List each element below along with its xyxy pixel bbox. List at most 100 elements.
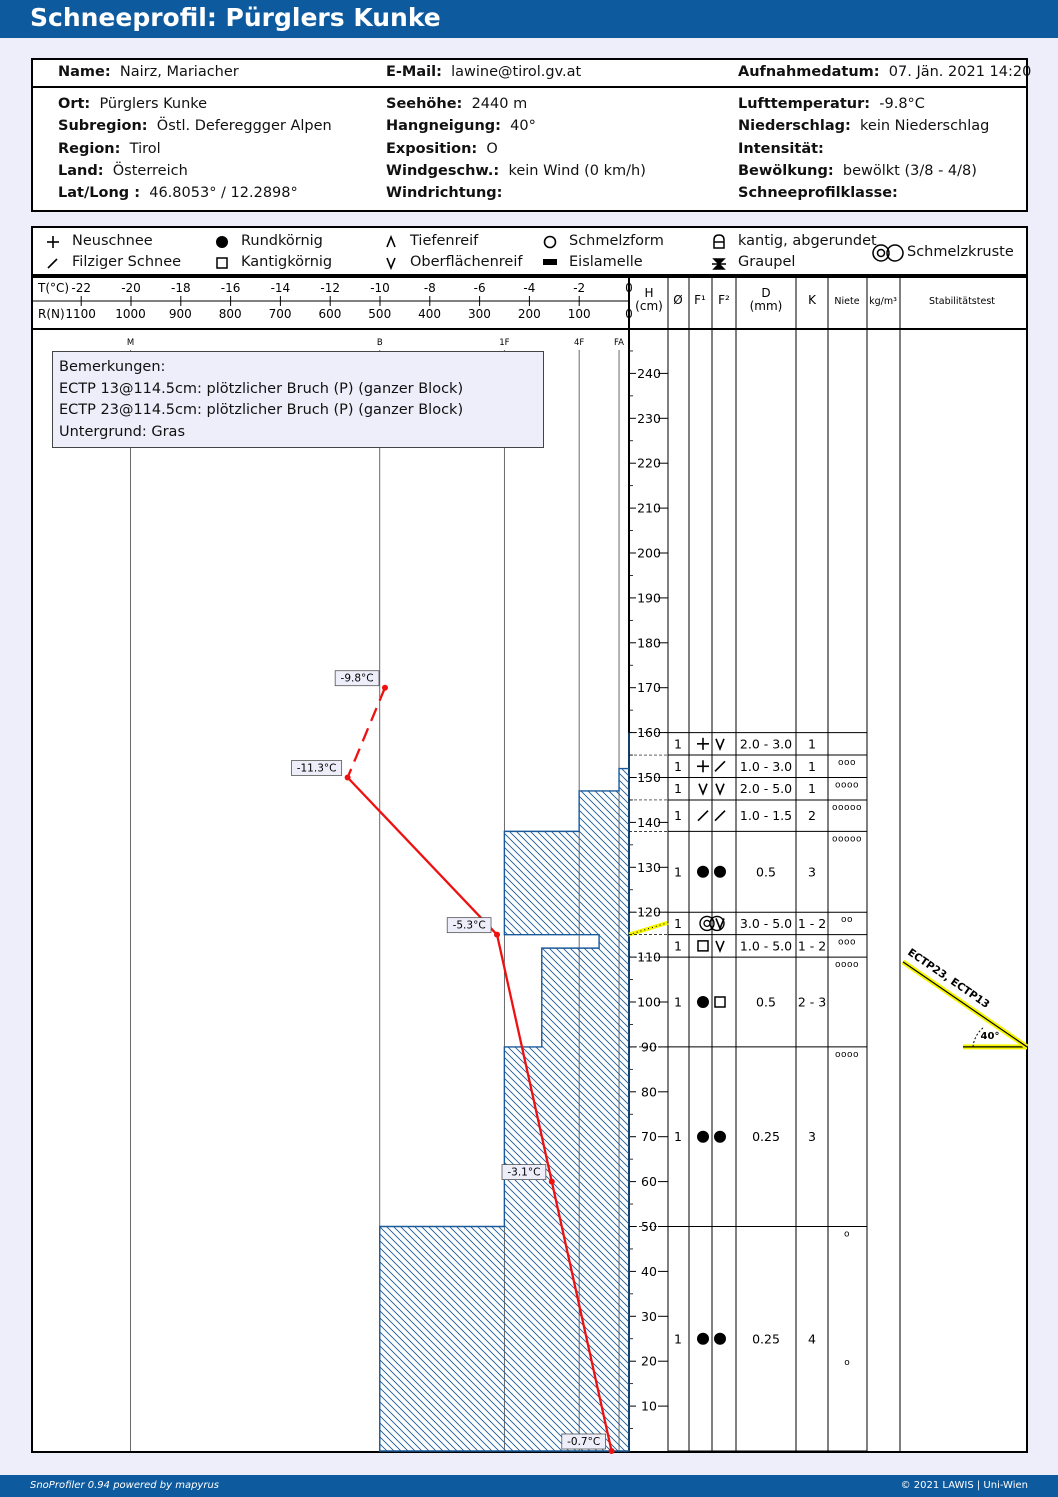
temp-tick-label: -20 [121,281,141,295]
seehoehe-field: Seehöhe: 2440 m [386,96,528,112]
temperature-label: -3.1°C [507,1167,540,1179]
temperature-label-box [561,1433,606,1450]
layer-theta: 1 [674,995,682,1010]
filziger-icon [714,810,726,822]
legend-kantigkoernig: Kantigkörnig [241,254,333,270]
region-field: Region: Tirol [58,141,161,157]
rundkoernig-icon [697,1332,709,1345]
remarks-title: Bemerkungen: [59,359,166,375]
layer-grain-size: 0.5 [756,864,776,879]
subregion-field: Subregion: Östl. Defereggger Alpen [58,118,332,134]
temp-tick-label: -22 [71,281,91,295]
resistance-tick-label: 300 [468,307,491,321]
layer-theta: 1 [674,1129,682,1144]
hardness-label: B [377,338,383,348]
land-field: Land: Österreich [58,163,188,179]
page-title: Schneeprofil: Pürglers Kunke [30,3,441,32]
name-field: Name: Nairz, Mariacher [58,64,239,80]
column-header: K [808,293,817,307]
temperature-segment [346,776,498,936]
layer-grain-size: 1.0 - 3.0 [740,759,792,774]
exposition-field: Exposition: O [386,141,498,157]
layer-grain-size: 2.0 - 5.0 [740,781,792,796]
legend-schmelzform: Schmelzform [569,233,664,249]
height-tick-label: 170 [637,680,661,695]
layer-theta: 1 [674,864,682,879]
oberflaechenreif-icon [715,783,725,796]
oberflaechenreif-icon [715,918,725,931]
layer-hardness: 1 - 2 [798,938,826,953]
height-tick-label: 220 [637,456,661,471]
temperature-point [548,1178,555,1185]
hardness-label: 1F [499,338,509,348]
lufttemperatur-field: Lufttemperatur: -9.8°C [738,96,925,112]
column-header: H [644,286,653,300]
kantigkoernig-icon [714,996,726,1008]
height-tick-label: 10 [641,1399,657,1414]
layer-niete: oooo [835,960,859,970]
remark-line: Untergrund: Gras [59,423,185,440]
ort-field: Ort: Pürglers Kunke [58,96,208,112]
footer: SnoProfiler 0.94 powered by mapyrus © 20… [0,1475,1058,1497]
temperature-label: -0.7°C [567,1436,600,1448]
hardness-label: M [127,338,134,348]
temp-tick-label: -8 [424,281,436,295]
date-field: Aufnahmedatum: 07. Jän. 2021 14:20 [738,64,1032,80]
intensitaet-field: Intensität: [738,141,824,157]
column-header: Ø [673,293,682,307]
eislamelle-icon [543,259,557,265]
temperature-point [608,1448,615,1454]
email-field: E-Mail: lawine@tirol.gv.at [386,64,582,80]
legend-box: Neuschnee Filziger Schnee Rundkörnig Kan… [31,226,1028,276]
column-header: (mm) [750,299,783,313]
temperature-segment [495,934,553,1182]
temperature-label: -11.3°C [297,763,337,775]
column-header: F² [718,293,730,307]
layer-grain-size: 1.0 - 5.0 [740,938,792,953]
info-box: Name: Nairz, Mariacher E-Mail: lawine@ti… [31,58,1032,212]
temp-tick-label: -6 [474,281,486,295]
resistance-tick-label: 100 [568,307,591,321]
temperature-point [494,931,501,938]
height-tick-label: 230 [637,411,661,426]
temperature-label: -9.8°C [341,673,374,685]
schmelzform-icon [543,235,557,249]
column-header: F¹ [694,293,706,307]
temp-tick-label: -2 [573,281,585,295]
hangneigung-field: Hangneigung: 40° [386,118,536,134]
rundkoernig-icon [714,865,726,878]
layer-hardness: 3 [808,1129,816,1144]
layer-hardness: 3 [808,864,816,879]
stability-angle-arc [972,1027,984,1047]
layer-theta: 1 [674,781,682,796]
footer-copyright: © 2021 LAWIS | Uni-Wien [900,1480,1028,1491]
resistance-tick-label: 600 [318,307,341,321]
kantig-abgerundet-icon [713,234,725,249]
filziger-icon [714,760,726,772]
stability-slope-line [902,961,1028,1048]
layer-theta: 1 [674,808,682,823]
height-tick-label: 130 [637,860,661,875]
height-tick-label: 200 [637,546,661,561]
rundkoernig-icon [714,1130,726,1143]
tiefenreif-icon [386,234,396,248]
column-header: Niete [834,296,859,307]
layer-niete: ooo [838,938,856,948]
height-tick-label: 240 [637,366,661,381]
footer-credit: SnoProfiler 0.94 powered by mapyrus [30,1480,220,1491]
r-axis-label: R(N) [38,307,65,321]
temperature-label-box [501,1164,547,1180]
layer-niete: oooo [835,781,859,791]
stability-angle: 40° [981,1031,1000,1042]
layer-theta: 1 [674,759,682,774]
t-axis-label: T(°C) [37,281,69,295]
legend-symbols [47,234,904,271]
height-tick-label: 40 [641,1264,657,1279]
temperature-label-box [291,760,343,776]
graupel-icon [712,258,726,270]
temperature-segment [550,1181,613,1452]
